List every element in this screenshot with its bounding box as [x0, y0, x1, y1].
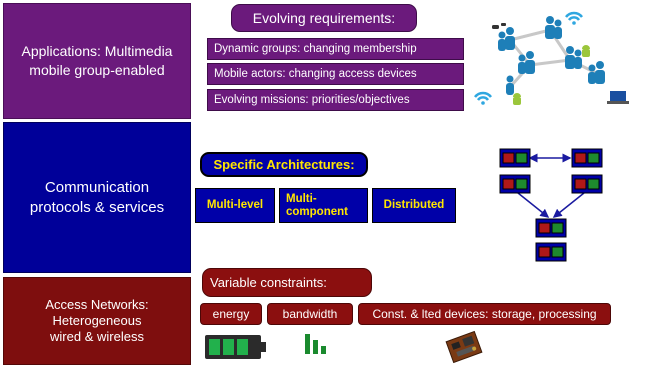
circuit-board-icon	[445, 330, 483, 364]
architecture-node-icon	[535, 242, 567, 262]
wifi-icon	[565, 11, 583, 21]
communication-line-1: Communication	[44, 178, 150, 196]
communication-layer-box: Communication protocols & services	[3, 122, 191, 273]
access-layer-box: Access Networks: Heterogeneous wired & w…	[3, 277, 191, 365]
wifi-icon	[474, 91, 492, 101]
communication-line-2: protocols & services	[29, 198, 165, 216]
constraint-item: Const. & lted devices: storage, processi…	[358, 303, 611, 325]
applications-layer-box: Applications: Multimedia mobile group-en…	[3, 3, 191, 119]
constraint-item: bandwidth	[267, 303, 353, 325]
architecture-node-icon	[499, 148, 531, 168]
signal-bars-icon	[305, 334, 326, 354]
applications-layer-text: Applications: Multimedia mobile group-en…	[4, 42, 190, 80]
access-line-2: Heterogeneous	[52, 313, 142, 328]
architecture-node-icon	[571, 174, 603, 194]
android-icon	[513, 93, 521, 105]
architecture-item: Distributed	[372, 188, 456, 223]
people-group-icon	[498, 16, 605, 95]
constraint-item: energy	[200, 303, 262, 325]
access-line-3: wired & wireless	[50, 329, 144, 344]
applications-description: Multimedia mobile group-enabled	[29, 43, 173, 78]
architecture-node-icon	[499, 174, 531, 194]
laptop-icon	[607, 91, 629, 104]
architecture-item: Multi-level	[195, 188, 275, 223]
requirement-item: Evolving missions: priorities/objectives	[207, 89, 464, 111]
access-line-1: Access Networks:	[45, 297, 149, 312]
architecture-node-icon	[535, 218, 567, 238]
applications-label: Applications:	[21, 43, 101, 59]
battery-icon	[205, 335, 266, 359]
android-icon	[582, 45, 590, 57]
glasses-icon	[492, 23, 506, 29]
requirements-title: Evolving requirements:	[231, 4, 417, 32]
architectures-title: Specific Architectures:	[200, 152, 368, 177]
requirement-item: Mobile actors: changing access devices	[207, 63, 464, 85]
architecture-item: Multi-component	[279, 188, 368, 223]
architecture-node-diagram	[499, 148, 603, 262]
constraints-title: Variable constraints:	[202, 268, 372, 297]
requirement-item: Dynamic groups: changing membership	[207, 38, 464, 60]
architecture-node-icon	[571, 148, 603, 168]
mobile-group-network-illustration	[474, 11, 629, 105]
